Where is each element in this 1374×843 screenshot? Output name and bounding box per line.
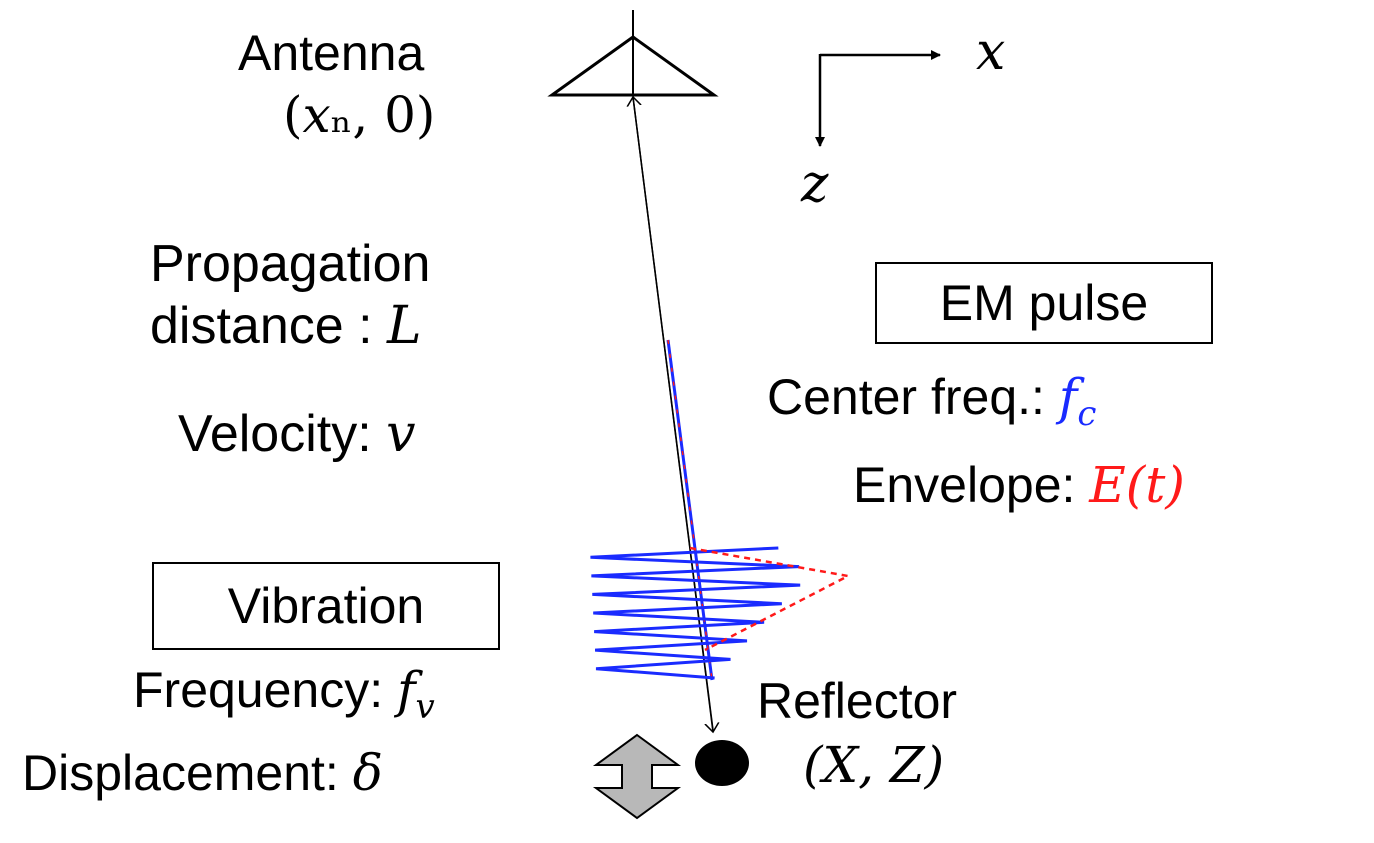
displacement-text: Displacement: [22, 745, 353, 801]
coordinate-axes-icon [815, 50, 941, 147]
x-axis-label: x [976, 22, 1006, 82]
center-freq-symbol: fc [1058, 368, 1097, 434]
em-pulse-waveform [590, 546, 852, 680]
z-axis-label: z [801, 154, 829, 214]
displacement-arrow-icon [592, 733, 682, 820]
envelope-symbol: E(t) [1089, 456, 1185, 514]
vibration-frequency-symbol: fv [397, 661, 435, 727]
center-freq-text: Center freq.: [767, 369, 1059, 425]
center-freq-label: Center freq.: fc [767, 372, 1096, 431]
propagation-distance-label: distance : L [150, 300, 422, 352]
reflector-icon [695, 740, 749, 786]
propagation-distance-text: distance : [150, 297, 388, 355]
velocity-symbol: v [386, 404, 416, 464]
reflector-label: Reflector [757, 673, 958, 729]
antenna-icon [547, 10, 719, 97]
envelope-curve [689, 546, 852, 652]
reflector-position: (X, Z) [803, 736, 945, 794]
vibration-title: Vibration [152, 562, 500, 650]
carrier-wave [590, 546, 801, 680]
antenna-position: (𝑥ₙ, 0) [283, 86, 436, 144]
displacement-symbol: δ [352, 744, 383, 802]
velocity-label: Velocity: v [178, 408, 416, 460]
envelope-label: Envelope: E(t) [853, 460, 1185, 510]
envelope-text: Envelope: [853, 457, 1090, 513]
antenna-label: Antenna [238, 25, 425, 81]
velocity-text: Velocity: [178, 405, 387, 463]
displacement-label: Displacement: δ [22, 748, 383, 798]
vibration-frequency-label: Frequency: fv [133, 665, 435, 724]
propagation-distance-symbol: L [387, 296, 422, 356]
vibration-frequency-text: Frequency: [133, 662, 398, 718]
propagation-label: Propagation [150, 235, 431, 293]
em-pulse-title: EM pulse [875, 262, 1213, 344]
